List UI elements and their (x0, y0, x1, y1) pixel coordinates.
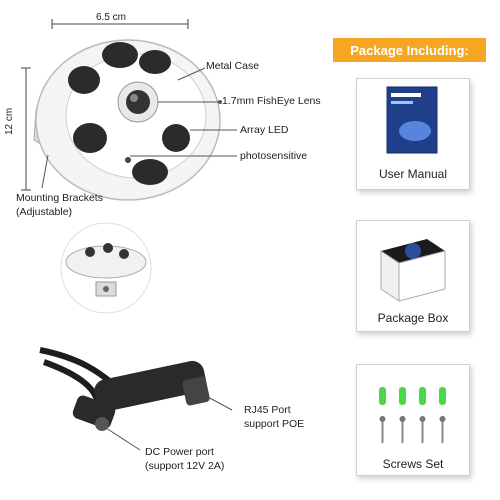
screws-set-icon (379, 387, 446, 443)
mounting-brackets-label: Mounting Brackets (16, 192, 103, 204)
metal-case-label: Metal Case (206, 60, 260, 72)
mounting-brackets-adjustable-label: (Adjustable) (16, 206, 73, 218)
dc-voltage-label: (support 12V 2A) (145, 460, 225, 472)
photosensitive-label: photosensitive (240, 150, 308, 162)
fisheye-lens-label: 1.7mm FishEye Lens (222, 95, 321, 107)
fisheye-lens-icon (117, 81, 159, 123)
package-title-banner: Package Including: (333, 38, 486, 62)
poe-support-label: support POE (244, 418, 305, 430)
dc-power-port-label: DC Power port (145, 446, 214, 458)
rear-view-inset (60, 222, 152, 314)
rj45-port-label: RJ45 Port (244, 404, 291, 416)
package-item-screws-set: Screws Set (356, 364, 470, 476)
package-item-package-box: Package Box (356, 220, 470, 332)
user-manual-icon (386, 86, 438, 154)
cable-assembly (39, 347, 210, 431)
width-dimension-label: 6.5 cm (96, 12, 127, 23)
user-manual-label: User Manual (378, 167, 448, 181)
camera-dome (35, 39, 221, 201)
photosensitive-sensor-icon (125, 157, 131, 163)
package-item-user-manual: User Manual (356, 78, 470, 190)
screws-set-label: Screws Set (382, 457, 444, 471)
package-box-label: Package Box (377, 311, 449, 325)
array-led-label: Array LED (240, 124, 289, 136)
array-led-icon (68, 42, 190, 185)
package-box-icon (380, 239, 446, 302)
